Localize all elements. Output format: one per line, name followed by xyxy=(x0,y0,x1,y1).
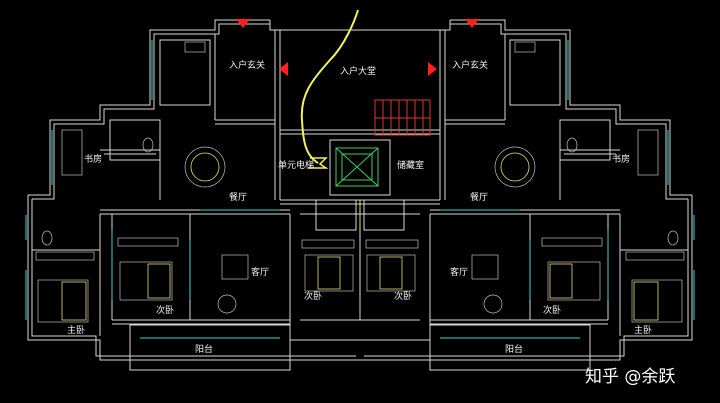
label-second-2: 次卧 xyxy=(304,290,322,302)
label-second-3: 次卧 xyxy=(394,290,412,302)
arrow-left-icon xyxy=(279,62,288,76)
label-master-left: 主卧 xyxy=(67,324,85,336)
label-study-right: 书房 xyxy=(612,153,630,165)
label-balcony-left: 阳台 xyxy=(195,343,213,355)
label-living-left: 客厅 xyxy=(251,266,269,278)
label-elevator: 单元电梯 xyxy=(278,159,314,171)
label-second-4: 次卧 xyxy=(543,304,561,316)
label-study-left: 书房 xyxy=(84,153,102,165)
elevator-cars xyxy=(335,147,379,187)
label-dining-left: 餐厅 xyxy=(229,191,247,203)
watermark: 知乎 @余跃 xyxy=(585,367,675,387)
arrow-right-icon xyxy=(428,62,437,76)
label-dining-right: 餐厅 xyxy=(470,191,488,203)
outer-walls xyxy=(27,19,693,371)
label-entrance-right: 入户玄关 xyxy=(452,59,488,71)
label-master-right: 主卧 xyxy=(634,324,652,336)
arrow-down-right-icon xyxy=(465,19,479,28)
label-storage: 储藏室 xyxy=(397,159,424,171)
label-balcony-right: 阳台 xyxy=(505,343,523,355)
furniture xyxy=(35,41,685,323)
label-second-1: 次卧 xyxy=(156,304,174,316)
arrow-down-left-icon xyxy=(236,19,250,28)
circulation-path xyxy=(300,9,359,164)
elevator-marker xyxy=(308,157,329,169)
windows xyxy=(25,40,695,339)
label-lobby: 入户大堂 xyxy=(340,65,376,77)
label-living-right: 客厅 xyxy=(450,266,468,278)
label-entrance-left: 入户玄关 xyxy=(229,59,265,71)
shafts xyxy=(315,199,405,231)
stairs xyxy=(374,99,431,136)
